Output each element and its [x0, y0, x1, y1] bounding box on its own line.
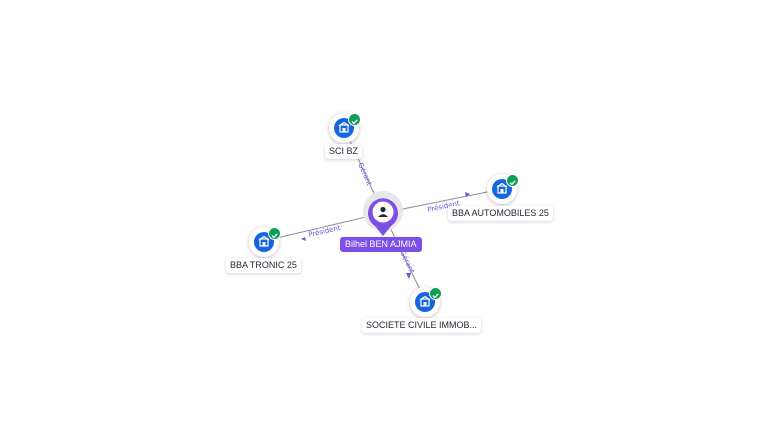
company-node-sci-bz[interactable] — [329, 113, 361, 143]
company-node-bba-automobiles[interactable] — [487, 174, 519, 204]
verified-check-icon — [348, 113, 361, 126]
arrow-sci-immob — [406, 273, 411, 279]
company-node-bba-tronic[interactable] — [249, 227, 281, 257]
verified-check-icon — [268, 227, 281, 240]
edge-label-sci-immob: Gérant — [398, 249, 416, 274]
company-label-sci-immob[interactable]: SOCIETE CIVILE IMMOB... — [362, 318, 482, 333]
arrow-bba-automobiles — [465, 192, 470, 197]
company-label-bba-tronic[interactable]: BBA TRONIC 25 — [226, 258, 301, 273]
verified-check-icon — [506, 174, 519, 187]
person-icon — [378, 206, 388, 217]
edge-label-sci-bz: Gérant — [356, 162, 373, 187]
edge-bba-tronic — [263, 212, 384, 242]
center-person-label[interactable]: Bilhel BEN AJMIA — [340, 237, 422, 252]
company-label-bba-automobiles[interactable]: BBA AUTOMOBILES 25 — [448, 206, 553, 221]
company-node-sci-immob[interactable] — [410, 287, 442, 317]
edge-label-bba-tronic: Président — [308, 224, 342, 239]
verified-check-icon — [429, 287, 442, 300]
company-label-sci-bz[interactable]: SCI BZ — [325, 144, 363, 159]
arrow-bba-tronic — [301, 237, 306, 241]
